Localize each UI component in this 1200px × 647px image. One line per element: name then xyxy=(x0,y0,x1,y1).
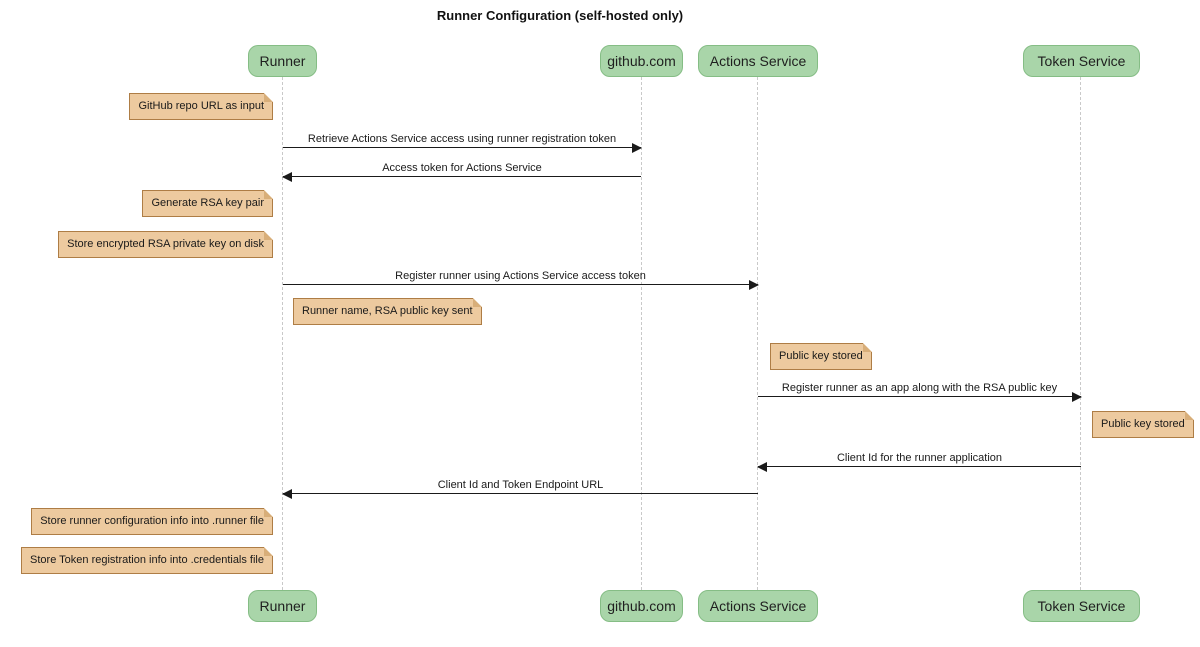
note-public-key-stored-ts: Public key stored xyxy=(1092,411,1194,438)
note-public-key-stored-as: Public key stored xyxy=(770,343,872,370)
actor-token-service-bottom: Token Service xyxy=(1023,590,1140,622)
message-label: Access token for Actions Service xyxy=(382,162,542,174)
message-label: Retrieve Actions Service access using ru… xyxy=(307,133,617,145)
message-label: Client Id for the runner application xyxy=(836,452,1003,464)
lifeline-runner xyxy=(282,77,283,590)
message-client-id-endpoint: Client Id and Token Endpoint URL xyxy=(282,478,758,499)
lifeline-actions-service xyxy=(757,77,758,590)
message-retrieve-actions-access: Retrieve Actions Service access using ru… xyxy=(283,132,642,153)
arrowhead-left-icon xyxy=(282,489,292,499)
note-store-private-key: Store encrypted RSA private key on disk xyxy=(58,231,273,258)
note-generate-rsa: Generate RSA key pair xyxy=(142,190,273,217)
actor-actions-service-bottom: Actions Service xyxy=(698,590,818,622)
note-store-credentials: Store Token registration info into .cred… xyxy=(21,547,273,574)
actor-runner-bottom: Runner xyxy=(248,590,317,622)
message-label: Register runner as an app along with the… xyxy=(781,382,1058,394)
diagram-title: Runner Configuration (self-hosted only) xyxy=(436,8,684,23)
arrowhead-left-icon xyxy=(757,462,767,472)
message-access-token: Access token for Actions Service xyxy=(282,161,641,182)
note-runner-name-sent: Runner name, RSA public key sent xyxy=(293,298,482,325)
lifeline-github xyxy=(641,77,642,590)
actor-github-top: github.com xyxy=(600,45,683,77)
arrowhead-right-icon xyxy=(1072,392,1082,402)
note-store-runner-file: Store runner configuration info into .ru… xyxy=(31,508,273,535)
lifeline-token-service xyxy=(1080,77,1081,590)
message-register-runner-app: Register runner as an app along with the… xyxy=(758,381,1082,402)
actor-token-service-top: Token Service xyxy=(1023,45,1140,77)
arrowhead-left-icon xyxy=(282,172,292,182)
message-label: Client Id and Token Endpoint URL xyxy=(437,479,604,491)
arrowhead-right-icon xyxy=(632,143,642,153)
message-client-id: Client Id for the runner application xyxy=(757,451,1081,472)
actor-github-bottom: github.com xyxy=(600,590,683,622)
arrowhead-right-icon xyxy=(749,280,759,290)
actor-actions-service-top: Actions Service xyxy=(698,45,818,77)
note-github-repo-url: GitHub repo URL as input xyxy=(129,93,273,120)
message-register-runner: Register runner using Actions Service ac… xyxy=(283,269,759,290)
actor-runner-top: Runner xyxy=(248,45,317,77)
message-label: Register runner using Actions Service ac… xyxy=(395,270,646,282)
